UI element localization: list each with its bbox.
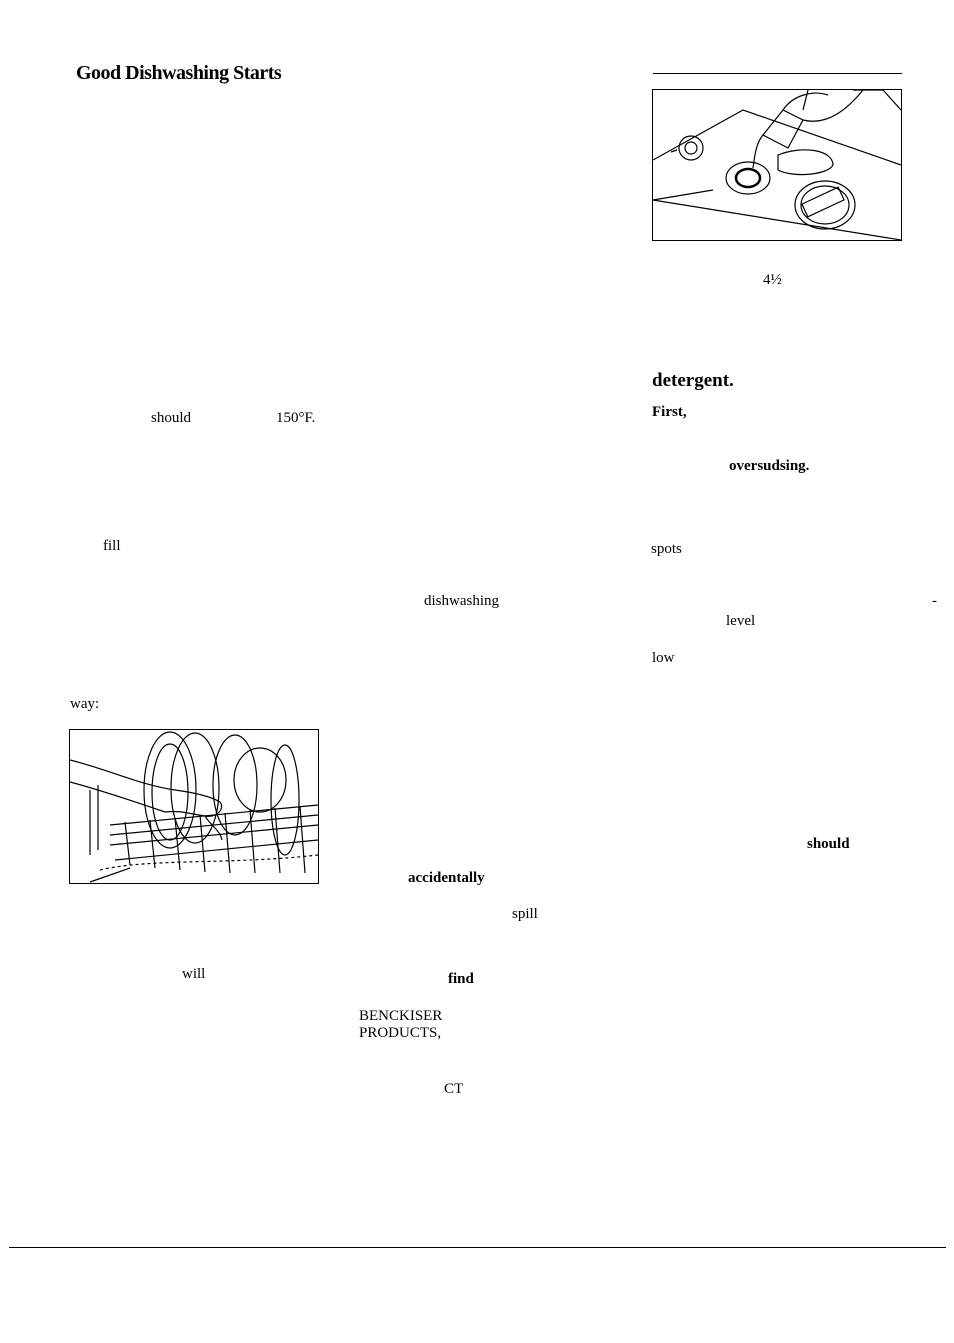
- detergent-drawing: [653, 90, 901, 240]
- word-low: low: [652, 650, 675, 666]
- dish-rack-illustration: [69, 729, 319, 884]
- word-temperature: 150°F.: [276, 410, 316, 426]
- word-products: PRODUCTS,: [359, 1025, 442, 1041]
- word-should-right: should: [807, 836, 850, 852]
- heading-detergent: detergent.: [652, 370, 734, 391]
- word-will: will: [182, 966, 206, 982]
- word-dash: -: [932, 593, 937, 609]
- fraction-four-and-half: 4½: [763, 272, 782, 288]
- word-first: First,: [652, 404, 687, 420]
- word-spots: spots: [651, 541, 682, 557]
- word-accidentally: accidentally: [408, 870, 485, 886]
- word-find: find: [448, 971, 474, 987]
- page-title: Good Dishwashing Starts: [76, 62, 282, 84]
- word-benckiser: BENCKISER: [359, 1008, 443, 1024]
- word-dishwashing: dishwashing: [424, 593, 499, 609]
- top-rule: [653, 73, 902, 74]
- footer-rule: [9, 1247, 946, 1248]
- word-ct: CT: [444, 1081, 464, 1097]
- detergent-illustration: [652, 89, 902, 241]
- word-should: should: [151, 410, 192, 426]
- word-way: way:: [70, 696, 100, 712]
- dish-rack-drawing: [70, 731, 318, 883]
- word-oversudsing: oversudsing.: [729, 458, 810, 474]
- word-spill: spill: [512, 906, 538, 922]
- word-level: level: [726, 613, 756, 629]
- word-fill: fill: [103, 538, 121, 554]
